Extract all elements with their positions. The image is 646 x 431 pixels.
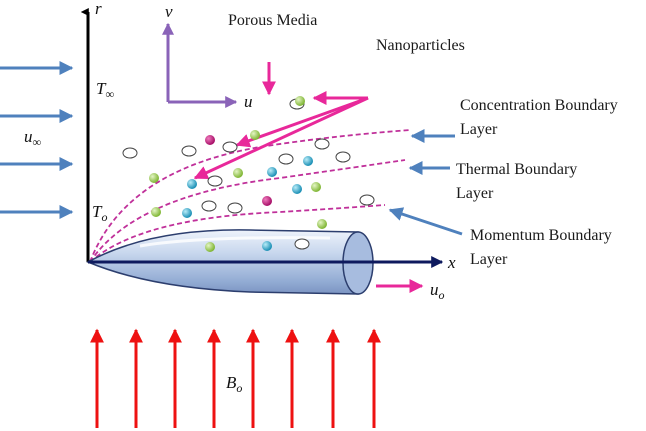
void-particle bbox=[294, 238, 310, 250]
t-o-label: To bbox=[92, 202, 107, 224]
void-particle bbox=[359, 194, 375, 206]
u-velocity-label: u bbox=[244, 92, 253, 111]
void-particle bbox=[227, 202, 243, 214]
void-particle bbox=[335, 151, 351, 163]
thermal-boundary-layer-label: Thermal Boundary Layer bbox=[456, 161, 581, 202]
green-nanoparticle bbox=[295, 96, 305, 106]
cyan-nanoparticle bbox=[262, 241, 272, 251]
cyan-nanoparticle bbox=[182, 208, 192, 218]
free-stream-arrows bbox=[0, 61, 74, 219]
nanoparticles-label: Nanoparticles bbox=[376, 37, 465, 54]
momentum-boundary-layer-curve bbox=[89, 204, 386, 263]
u-o-label: uo bbox=[430, 280, 445, 302]
green-nanoparticle bbox=[317, 219, 327, 229]
void-particle bbox=[222, 141, 238, 153]
nanoparticles bbox=[122, 96, 375, 252]
boundary-layer-curves bbox=[89, 129, 411, 263]
void-particle bbox=[278, 153, 294, 165]
void-particle bbox=[207, 175, 223, 187]
void-particle bbox=[201, 200, 217, 212]
x-axis-label: x bbox=[447, 253, 456, 272]
green-nanoparticle bbox=[311, 182, 321, 192]
void-particle bbox=[122, 147, 138, 159]
green-nanoparticle bbox=[233, 168, 243, 178]
magnetic-field-arrows bbox=[90, 328, 381, 428]
green-nanoparticle bbox=[151, 207, 161, 217]
green-nanoparticle bbox=[205, 242, 215, 252]
pointer-arrow bbox=[193, 96, 369, 180]
magenta-nanoparticle bbox=[262, 196, 272, 206]
cyan-nanoparticle bbox=[187, 179, 197, 189]
void-particle bbox=[314, 138, 330, 150]
momentum-layer-pointer-arrow bbox=[388, 207, 463, 236]
concentration-boundary-layer-label: Concentration Boundary Layer bbox=[460, 97, 622, 138]
void-particle bbox=[181, 145, 197, 157]
concentration-boundary-layer-curve bbox=[89, 129, 411, 263]
v-velocity-label: v bbox=[165, 2, 173, 21]
cyan-nanoparticle bbox=[267, 167, 277, 177]
b-o-label: Bo bbox=[226, 373, 242, 395]
cyan-nanoparticle bbox=[303, 156, 313, 166]
green-nanoparticle bbox=[250, 130, 260, 140]
t-infinity-label: T∞ bbox=[96, 79, 114, 101]
cyan-nanoparticle bbox=[292, 184, 302, 194]
thermal-boundary-layer-curve bbox=[89, 159, 406, 263]
u-infinity-label: u∞ bbox=[24, 127, 42, 149]
r-axis-label: r bbox=[95, 0, 102, 18]
momentum-boundary-layer-label: Momentum Boundary Layer bbox=[470, 227, 616, 268]
green-nanoparticle bbox=[149, 173, 159, 183]
porous-media-label: Porous Media bbox=[228, 12, 317, 29]
magenta-nanoparticle bbox=[205, 135, 215, 145]
